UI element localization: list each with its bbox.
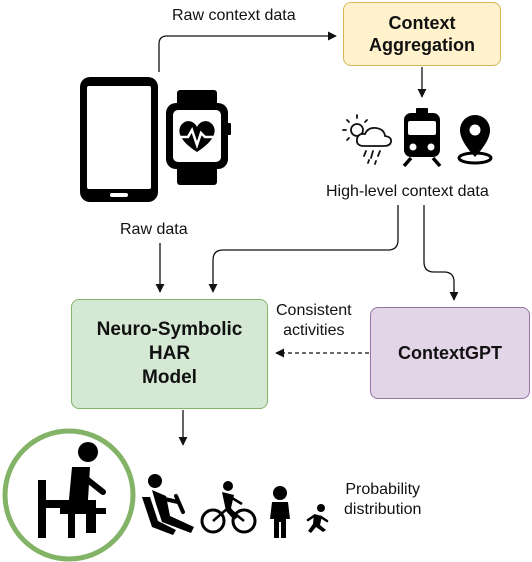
driving-person-icon (142, 474, 194, 535)
smartwatch-heart-icon (166, 90, 231, 185)
contextgpt-node: ContextGPT (370, 307, 530, 399)
consistent-activities-label: Consistent activities (276, 301, 352, 341)
har-model-line3: Model (142, 366, 197, 388)
context-aggregation-line1: Context (388, 12, 456, 33)
probability-distribution-label: Probability distribution (344, 480, 421, 520)
raw-context-data-label: Raw context data (172, 7, 296, 24)
sitting-person-icon (38, 442, 106, 538)
probability-line2: distribution (344, 501, 422, 518)
high-level-context-label: High-level context data (326, 183, 489, 200)
consistent-activities-line2: activities (283, 322, 345, 339)
location-pin-icon (457, 115, 493, 165)
predicted-activity-highlight (2, 428, 136, 562)
edge-raw-context (158, 31, 337, 72)
edge-context-to-har (208, 205, 399, 293)
raw-data-label: Raw data (120, 221, 188, 238)
running-person-icon (306, 504, 329, 533)
weather-icon (342, 114, 393, 165)
har-model-node: Neuro-Symbolic HAR Model (71, 299, 268, 409)
train-icon (402, 108, 442, 168)
context-aggregation-line2: Aggregation (369, 35, 475, 55)
edge-context-to-contextgpt (423, 205, 459, 301)
har-model-line1: Neuro-Symbolic (96, 319, 243, 341)
contextgpt-label: ContextGPT (397, 342, 502, 363)
consistent-activities-line1: Consistent (276, 302, 352, 319)
smartphone-icon (80, 77, 158, 202)
har-model-line2: HAR (148, 343, 191, 365)
standing-person-icon (270, 486, 290, 538)
context-aggregation-node: Context Aggregation (343, 2, 501, 66)
cycling-person-icon (200, 481, 257, 534)
probability-line1: Probability (345, 481, 421, 498)
